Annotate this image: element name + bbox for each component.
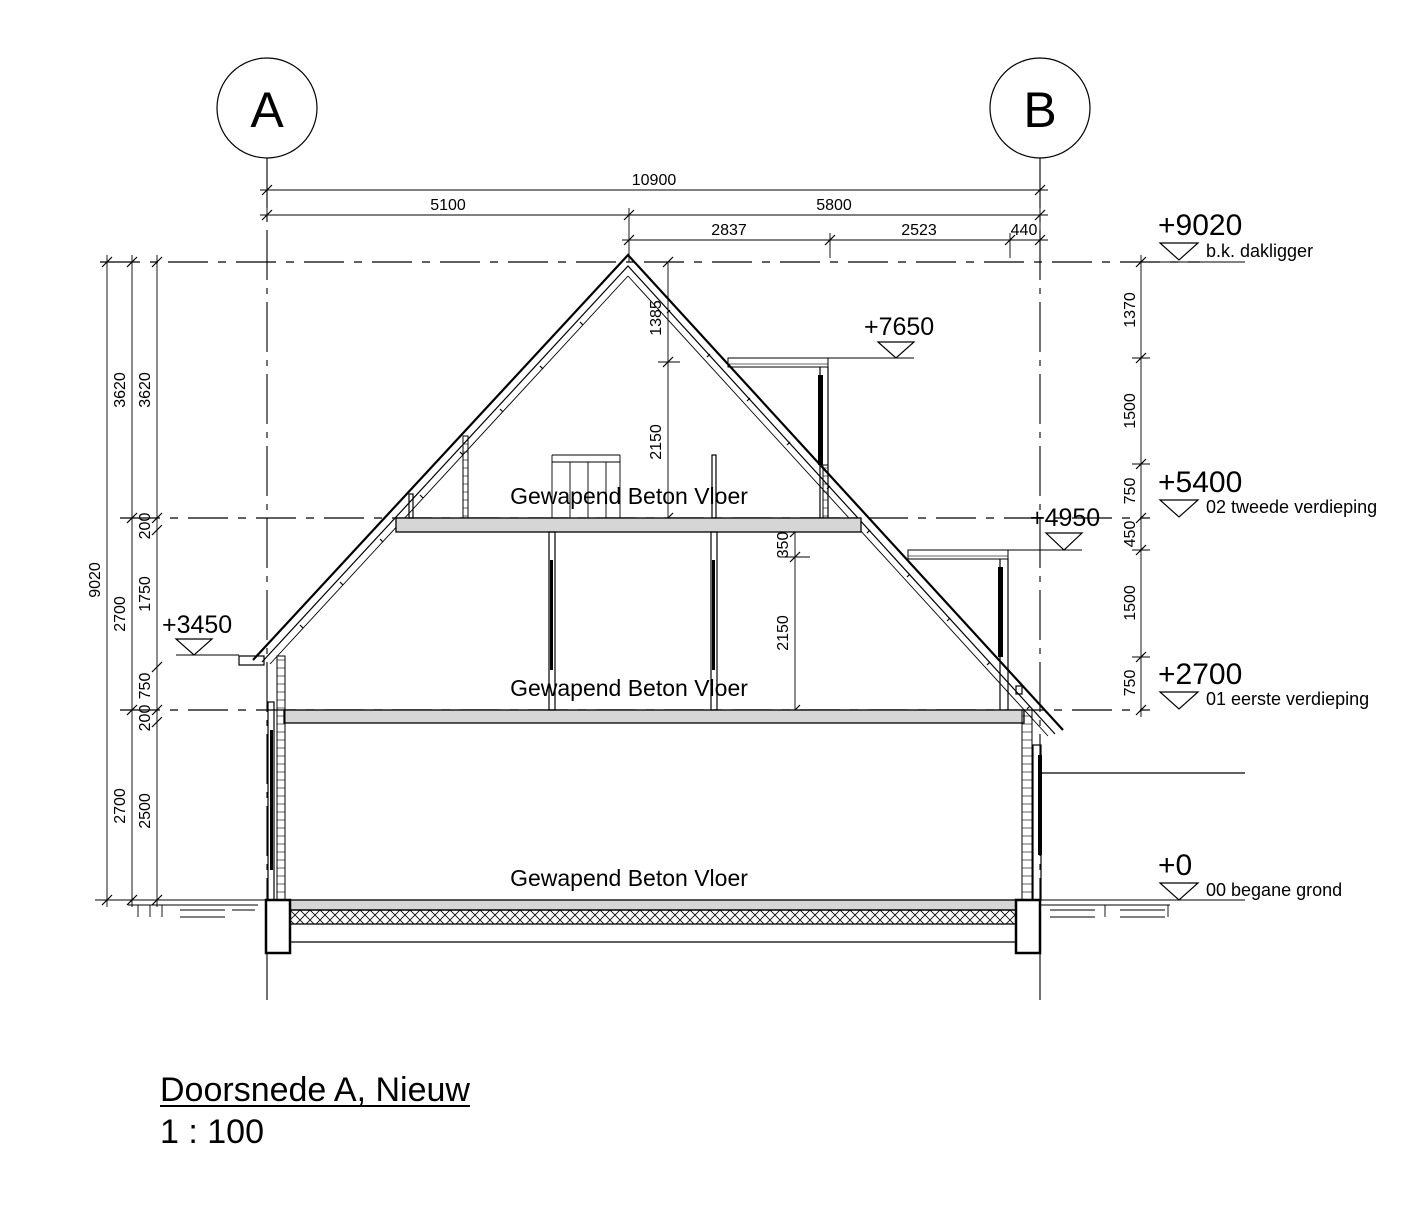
grid-axis-b: B (989, 57, 1091, 159)
floor-label-ground: Gewapend Beton Vloer (510, 865, 748, 891)
dim-mid-2150: 2150 (775, 615, 792, 651)
dim-right-sub3: 440 (1011, 222, 1038, 239)
level-ground-name: 00 begane grond (1206, 880, 1342, 900)
level-top-value: +9020 (1158, 209, 1242, 242)
dim-left-col2-bot: 2700 (112, 788, 129, 824)
dimension-interior: 1385 2150 350 2150 (648, 256, 810, 716)
dim-left-col3-top: 3620 (137, 372, 154, 408)
ground-surface (128, 772, 1245, 918)
level-ground-value: +0 (1158, 849, 1192, 882)
level-marker-dormer-lower: +4950 (1008, 504, 1100, 551)
level-marker-first: +2700 01 eerste verdieping (1158, 658, 1369, 710)
foundation-left (264, 898, 292, 955)
dormer-lower (907, 549, 1009, 710)
level-top-name: b.k. dakligger (1206, 241, 1313, 261)
level-first-name: 01 eerste verdieping (1206, 689, 1369, 709)
level-dormer-upper-value: +7650 (864, 313, 934, 341)
dim-right-450: 450 (1122, 521, 1139, 548)
level-marker-eave: +3450 (162, 611, 239, 656)
dim-right-sub2: 2523 (901, 222, 937, 239)
dim-left-total: 9020 (87, 562, 104, 598)
title-block: Doorsnede A, Nieuw 1 : 100 (160, 1070, 470, 1154)
dim-total-width: 10900 (632, 172, 677, 189)
dim-mid-350: 350 (775, 532, 792, 559)
slab-second-floor (395, 517, 862, 533)
drawing-scale: 1 : 100 (160, 1113, 264, 1151)
level-eave-value: +3450 (162, 611, 232, 639)
wall-left (267, 655, 286, 901)
level-second-value: +5400 (1158, 466, 1242, 499)
level-marker-top: +9020 b.k. dakligger (1140, 209, 1313, 263)
grid-axis-a: A (216, 57, 318, 159)
dim-right-part: 5800 (816, 197, 852, 214)
floor-label-first: Gewapend Beton Vloer (510, 675, 748, 701)
slab-first-floor (283, 709, 1025, 724)
dim-right-sub1: 2837 (711, 222, 747, 239)
interior-walls-first (548, 531, 718, 711)
grid-axis-a-label: A (250, 82, 284, 138)
dim-left-col3-200b: 200 (137, 705, 154, 732)
level-marker-second: +5400 02 tweede verdieping (1158, 466, 1377, 518)
insulation-ground (275, 909, 1029, 925)
foundation-right (1014, 898, 1042, 955)
slab-ground (275, 899, 1029, 911)
dim-left-col2-mid: 2700 (112, 596, 129, 632)
dim-right-750a: 750 (1122, 478, 1139, 505)
dim-left-col3-750: 750 (137, 673, 154, 700)
grid-axis-b-label: B (1023, 82, 1056, 138)
dim-ridge-1385: 1385 (648, 300, 665, 336)
dim-left-col3-200a: 200 (137, 513, 154, 540)
dimension-left: 9020 3620 2700 2700 3620 200 1750 750 20… (87, 255, 163, 907)
dim-right-1500b: 1500 (1122, 585, 1139, 621)
dim-left-col2-top: 3620 (112, 372, 129, 408)
dim-left-col3-1750: 1750 (137, 576, 154, 612)
dim-ridge-2150: 2150 (648, 424, 665, 460)
dim-left-part: 5100 (430, 197, 466, 214)
dim-right-1370: 1370 (1122, 292, 1139, 328)
dim-left-col3-2500: 2500 (137, 793, 154, 829)
level-marker-ground: +0 00 begane grond (1158, 849, 1342, 901)
dimension-right: 1370 1500 750 450 1500 750 (1122, 255, 1150, 717)
floor-label-second: Gewapend Beton Vloer (510, 483, 748, 509)
dimension-top: 10900 5100 5800 2837 2523 440 (260, 172, 1048, 262)
drawing-title: Doorsnede A, Nieuw (160, 1071, 470, 1109)
attic-elements (408, 435, 829, 519)
level-first-value: +2700 (1158, 658, 1242, 691)
wall-right (1021, 709, 1042, 901)
level-second-name: 02 tweede verdieping (1206, 497, 1377, 517)
dim-right-750b: 750 (1122, 670, 1139, 697)
level-marker-dormer-upper: +7650 (828, 313, 934, 359)
level-dormer-lower-value: +4950 (1030, 504, 1100, 532)
dim-right-1500a: 1500 (1122, 393, 1139, 429)
